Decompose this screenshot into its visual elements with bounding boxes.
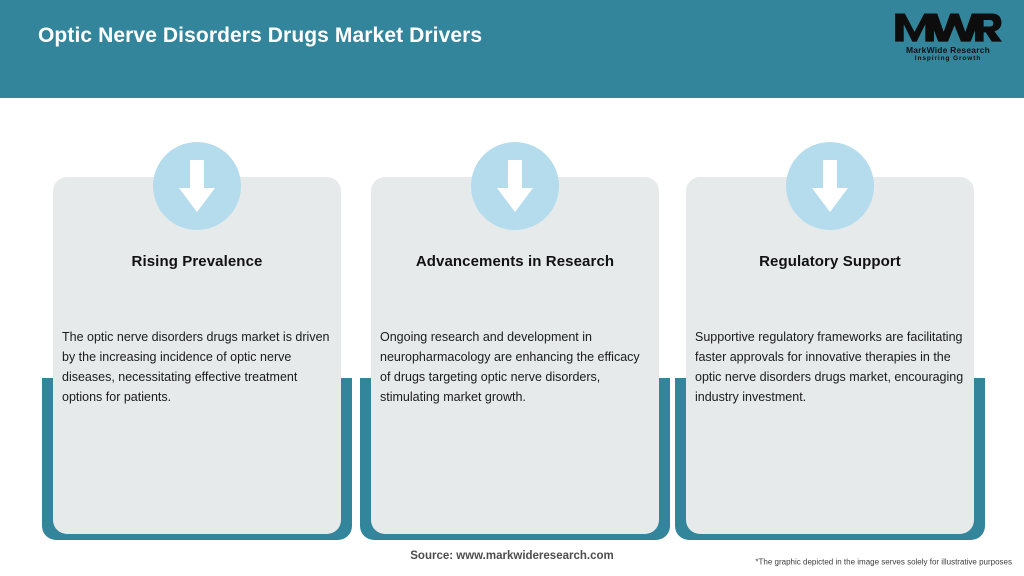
brand-logo: MarkWide Research Inspiring Growth: [894, 10, 1002, 66]
source-label: Source: www.markwideresearch.com: [410, 550, 614, 562]
card-body-text: Supportive regulatory frameworks are fac…: [695, 330, 964, 404]
down-arrow-icon: [153, 142, 241, 230]
logo-company-name: MarkWide Research: [905, 45, 991, 55]
driver-card-2: Advancements in Research Ongoing researc…: [360, 98, 670, 540]
card-panel: [686, 177, 974, 534]
card-body-text: The optic nerve disorders drugs market i…: [62, 330, 330, 404]
card-title: Advancements in Research: [415, 253, 615, 270]
logo-tagline: Inspiring Growth: [914, 55, 982, 62]
card-panel: [371, 177, 659, 534]
driver-card-1: Rising Prevalence The optic nerve disord…: [42, 98, 352, 540]
page-header: Optic Nerve Disorders Drugs Market Drive…: [0, 0, 1024, 98]
down-arrow-icon: [786, 142, 874, 230]
mwr-logo-icon: [895, 13, 1002, 42]
card-body-text: Ongoing research and development in neur…: [380, 330, 640, 404]
down-arrow-icon: [471, 142, 559, 230]
card-panel: [53, 177, 341, 534]
drivers-card-row: Rising Prevalence The optic nerve disord…: [0, 98, 1024, 540]
driver-card-3: Regulatory Support Supportive regulatory…: [675, 98, 985, 540]
page-title: Optic Nerve Disorders Drugs Market Drive…: [38, 24, 483, 47]
card-title: Regulatory Support: [759, 253, 901, 270]
disclaimer-label: *The graphic depicted in the image serve…: [755, 557, 1012, 567]
card-title: Rising Prevalence: [131, 253, 263, 270]
